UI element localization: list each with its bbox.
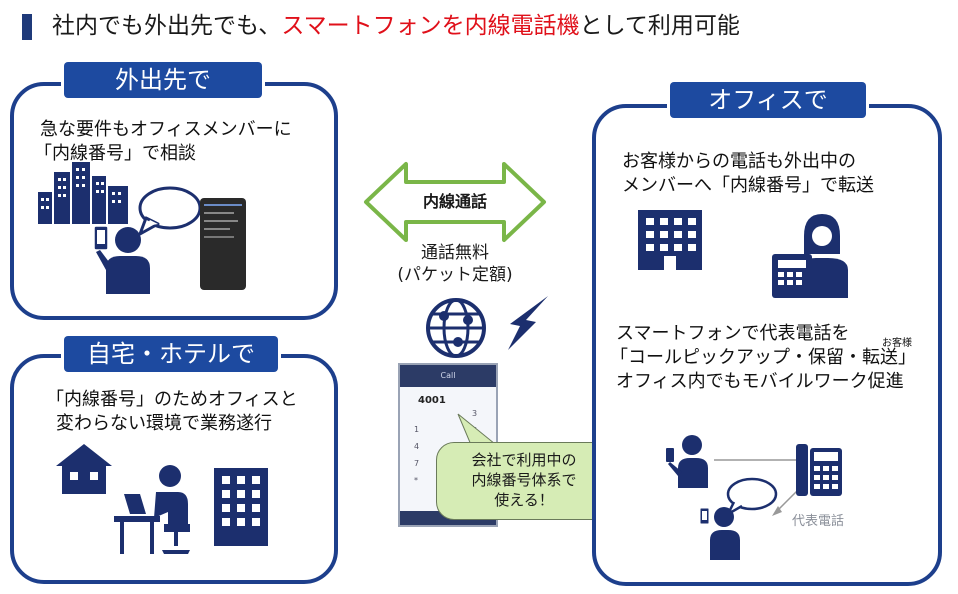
free-call-line1: 通話無料	[421, 243, 489, 263]
globe-network-icon	[426, 298, 486, 358]
house-icon	[56, 444, 112, 494]
outside-text-line1: 急な要件もオフィスメンバーに	[40, 119, 292, 140]
home-tag: 自宅・ホテルで	[64, 336, 278, 372]
page-title: 社内でも外出先でも、スマートフォンを内線電話機として利用可能	[52, 10, 740, 42]
person-with-phone-small-icon	[700, 507, 740, 560]
bubble-line2: 内線番号体系で	[471, 471, 577, 489]
office-text-line1: お客様からの電話も外出中の	[622, 151, 856, 172]
free-call-line2: (パケット定額)	[397, 265, 513, 285]
receptionist-with-phone-icon	[772, 214, 848, 298]
smartphone-screenshot	[200, 198, 246, 290]
bubble-line3: 使える！	[494, 491, 554, 509]
ruby-customer: お客様	[882, 338, 912, 349]
person-at-desk-icon	[114, 465, 190, 554]
info-bubble: 会社で利用中の 内線番号体系で 使える！	[436, 442, 612, 520]
representative-phone-label: 代表電話	[792, 514, 845, 529]
office-text-line4: 「コールピックアップ・保留・転送」	[610, 347, 916, 368]
office-text-line2: メンバーへ「内線番号」で転送	[622, 175, 874, 196]
bidirectional-arrow-icon	[364, 162, 546, 242]
desk-phone-icon	[796, 444, 842, 496]
lightning-signal-icon	[508, 296, 548, 350]
person-on-phone-icon	[666, 435, 708, 488]
office-building-small-icon	[638, 210, 702, 270]
extension-call-label: 内線通話	[422, 192, 487, 211]
person-with-phone-icon	[93, 225, 150, 294]
office-text-line5: オフィス内でもモバイルワーク促進	[616, 371, 904, 392]
outside-text-line2: 「内線番号」で相談	[34, 143, 196, 164]
city-buildings-icon	[38, 162, 128, 224]
title-prefix: 社内でも外出先でも、	[52, 13, 282, 39]
home-text-line1: 「内線番号」のためオフィスと	[46, 389, 298, 410]
bubble-line1: 会社で利用中の	[471, 451, 577, 469]
dialed-number: 4001	[418, 395, 446, 406]
home-text-line2: 変わらない環境で業務遂行	[56, 413, 272, 434]
office-tag: オフィスで	[670, 82, 866, 118]
outside-tag: 外出先で	[64, 62, 262, 98]
office-text-line3: スマートフォンで代表電話を	[616, 323, 850, 344]
title-accent-bar	[22, 14, 32, 40]
office-building-icon	[214, 468, 268, 546]
title-suffix: として利用可能	[579, 13, 740, 39]
speech-bubble-icon	[138, 186, 202, 236]
dialer-header: Call	[400, 365, 496, 387]
title-highlight: スマートフォンを内線電話機	[281, 13, 580, 39]
